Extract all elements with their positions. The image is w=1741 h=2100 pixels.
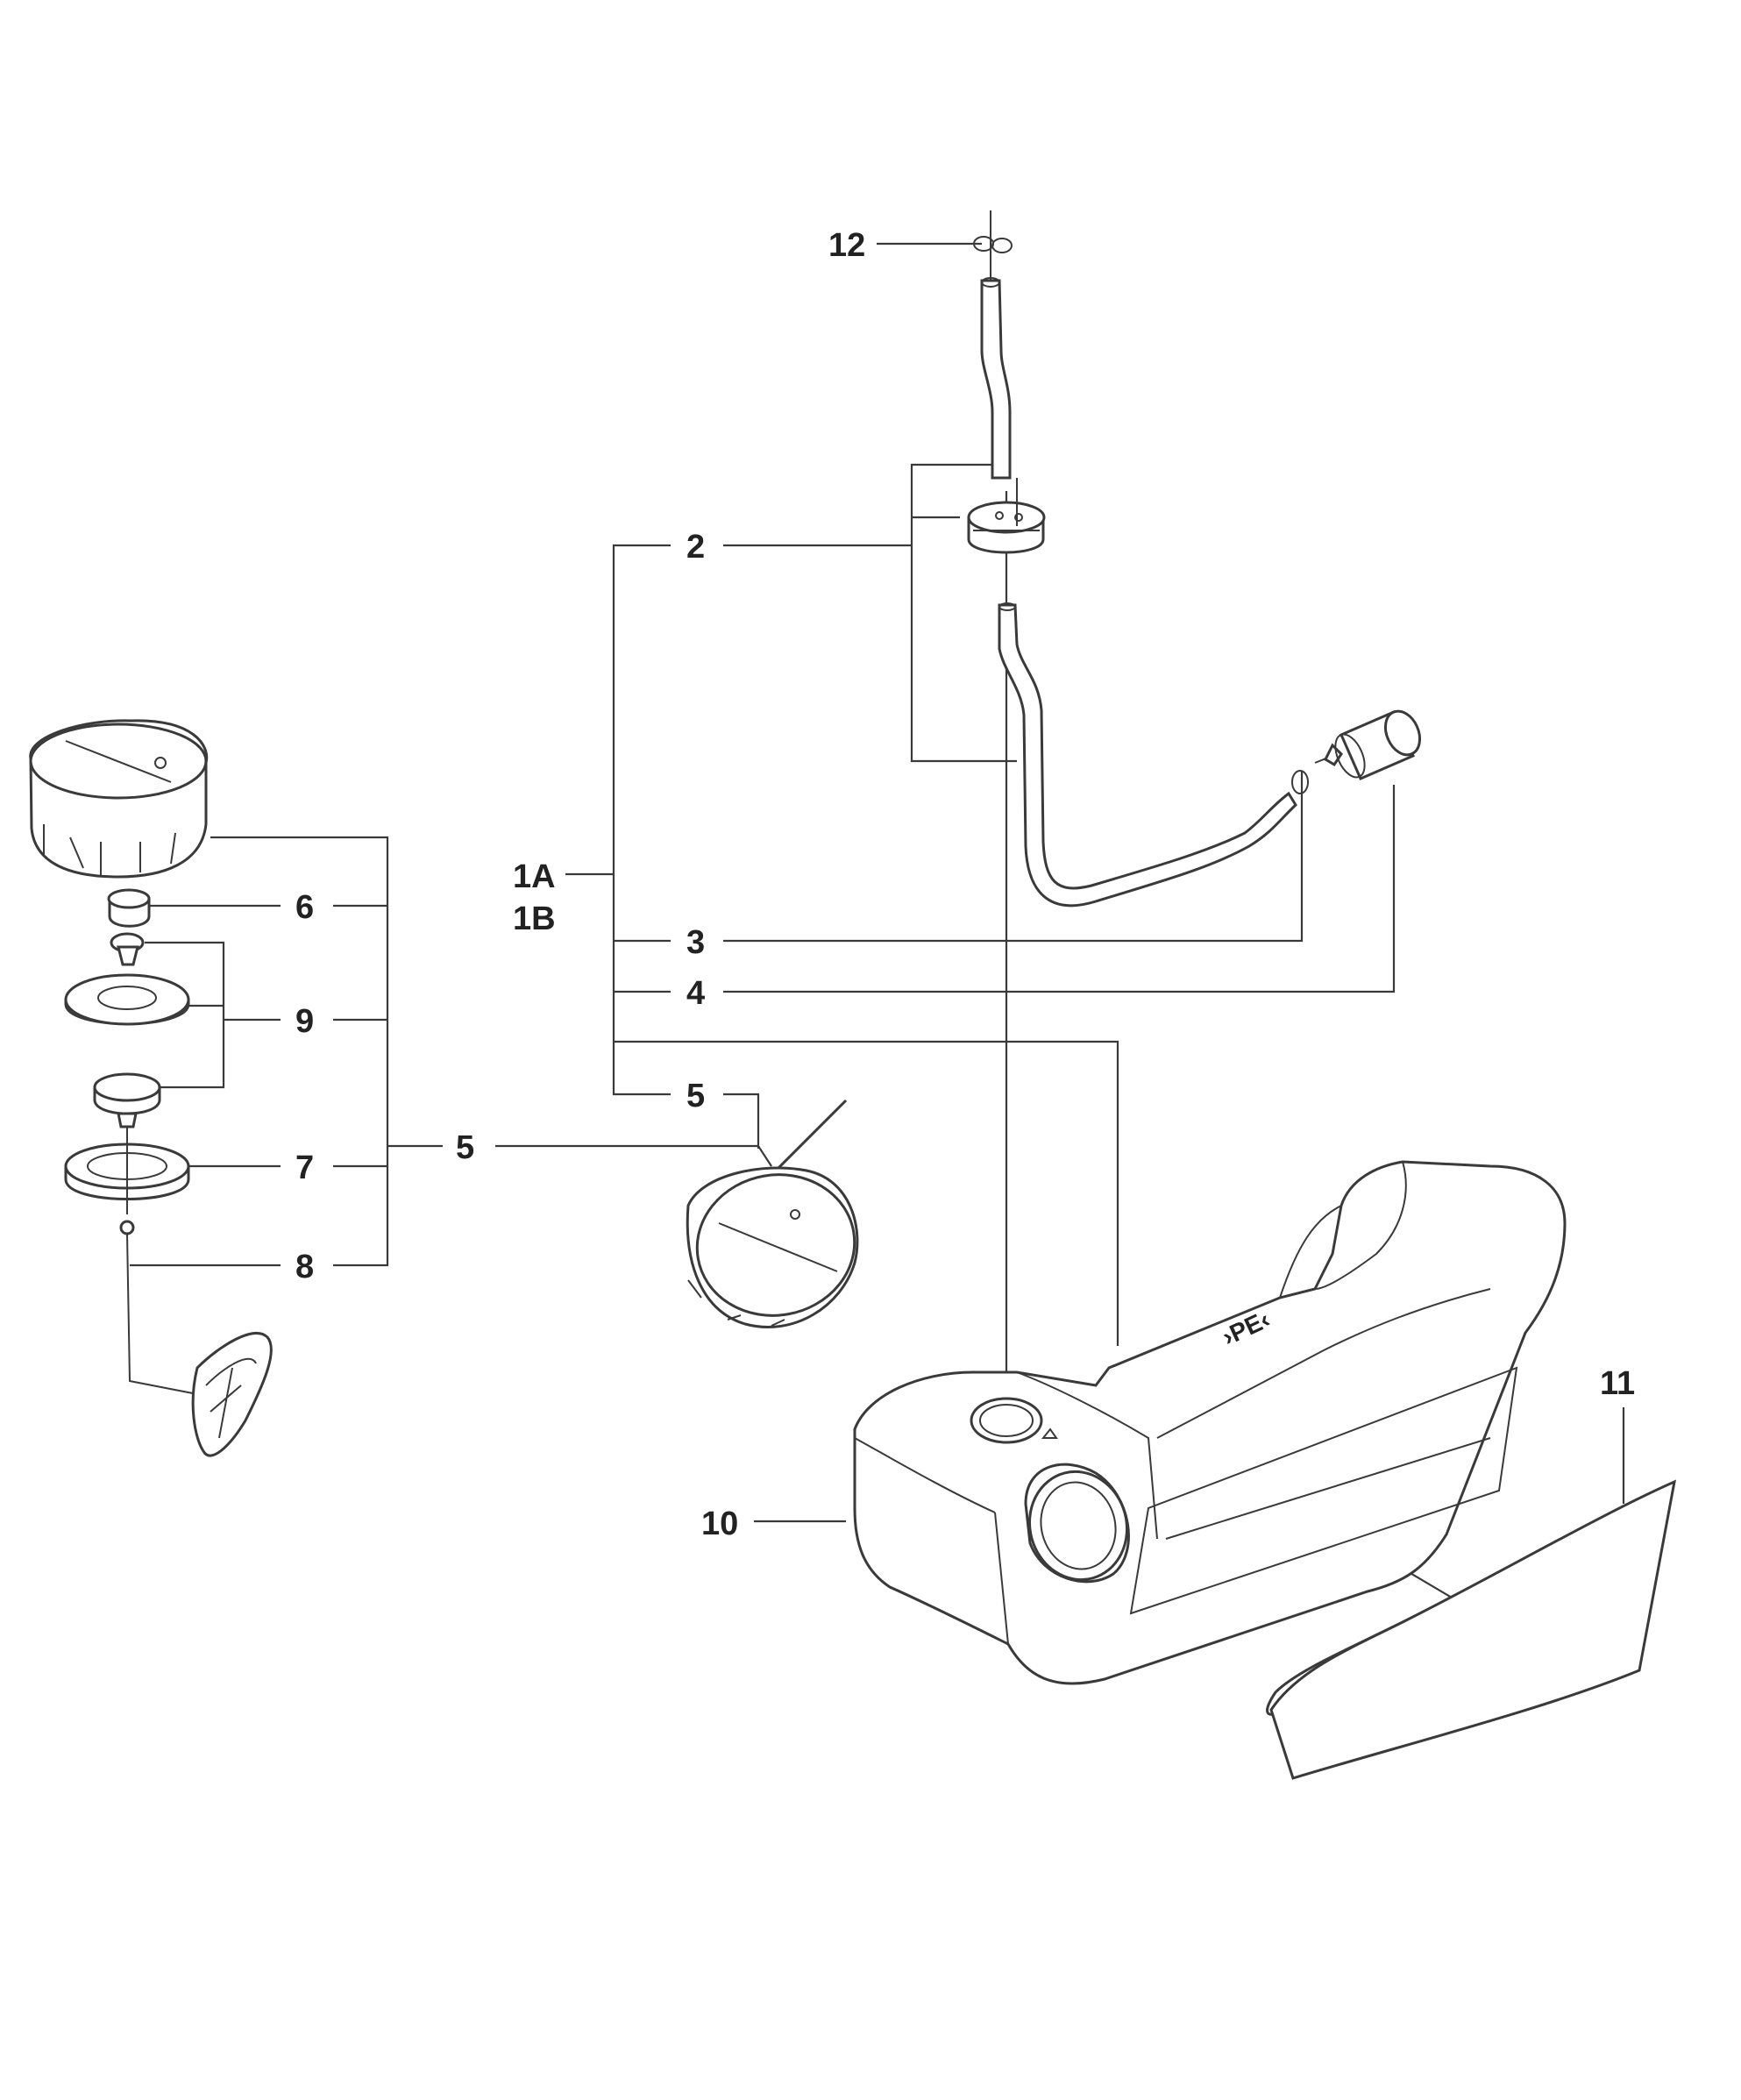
fuel-cap-small xyxy=(686,1099,859,1328)
callout-12: 12 xyxy=(828,227,865,264)
callout-7: 7 xyxy=(295,1150,314,1186)
fuel-tank-part: ›PE‹ xyxy=(853,1160,1567,1685)
callout-9: 9 xyxy=(295,1003,314,1040)
plug-part xyxy=(107,888,151,928)
strap-part xyxy=(119,1220,273,1457)
washer-part xyxy=(64,1127,190,1214)
vent-hose xyxy=(980,277,1012,480)
callout-8: 8 xyxy=(295,1249,314,1285)
callout-11: 11 xyxy=(1600,1365,1635,1402)
callout-3: 3 xyxy=(686,924,705,961)
callout-4: 4 xyxy=(686,975,705,1012)
callout-2: 2 xyxy=(686,529,705,566)
fuel-hose xyxy=(998,602,1297,908)
callout-1b: 1B xyxy=(513,901,556,937)
callout-1a: 1A xyxy=(513,858,556,895)
callout-10: 10 xyxy=(701,1506,738,1542)
callout-5-upper: 5 xyxy=(686,1078,705,1114)
valve-assembly-part xyxy=(64,932,190,1128)
leader-lines xyxy=(130,242,1625,1610)
callout-6: 6 xyxy=(295,889,314,926)
fuel-cap-large xyxy=(29,719,209,879)
grommet-part xyxy=(967,478,1046,554)
callout-5-left: 5 xyxy=(456,1129,474,1166)
callout-labels: 12 2 1A 1B 3 4 5 5 6 9 7 8 10 11 xyxy=(295,227,1635,1542)
clamp-part xyxy=(973,210,1013,281)
decal-part xyxy=(1266,1479,1676,1780)
fuel-filter-part xyxy=(1291,709,1422,794)
